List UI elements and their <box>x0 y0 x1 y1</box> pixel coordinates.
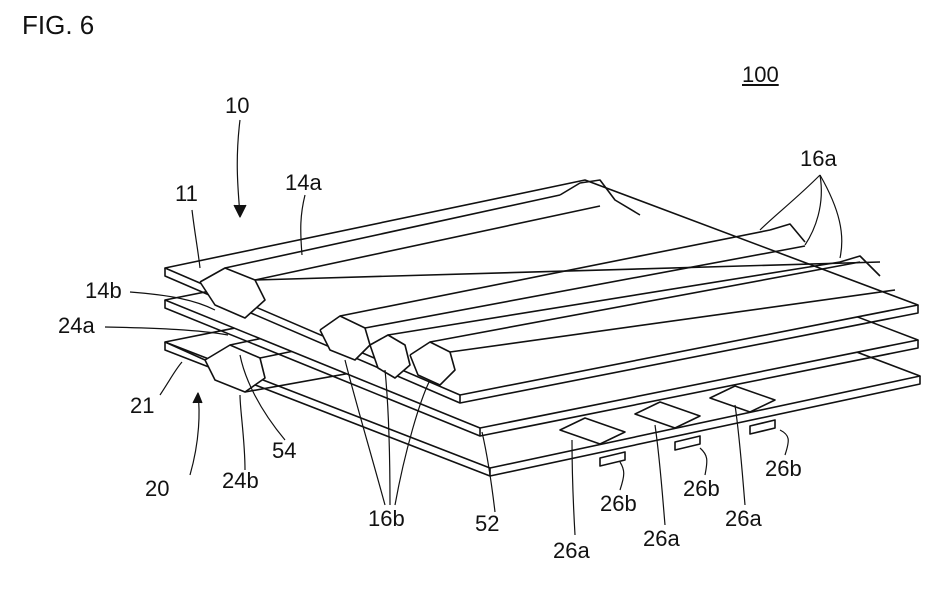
label-20: 20 <box>145 478 169 500</box>
label-14a: 14a <box>285 172 322 194</box>
label-26b-3: 26b <box>765 458 802 480</box>
figure-title: FIG. 6 <box>22 12 94 38</box>
label-26a-3: 26a <box>725 508 762 530</box>
label-100: 100 <box>742 64 779 86</box>
label-16a: 16a <box>800 148 837 170</box>
label-26b-2: 26b <box>683 478 720 500</box>
label-54: 54 <box>272 440 296 462</box>
label-16b: 16b <box>368 508 405 530</box>
label-24a: 24a <box>58 315 95 337</box>
label-52: 52 <box>475 513 499 535</box>
label-26a-2: 26a <box>643 528 680 550</box>
label-26a-1: 26a <box>553 540 590 562</box>
label-14b: 14b <box>85 280 122 302</box>
label-26b-1: 26b <box>600 493 637 515</box>
label-11: 11 <box>175 183 198 205</box>
label-21: 21 <box>130 395 154 417</box>
label-24b: 24b <box>222 470 259 492</box>
label-10: 10 <box>225 95 249 117</box>
